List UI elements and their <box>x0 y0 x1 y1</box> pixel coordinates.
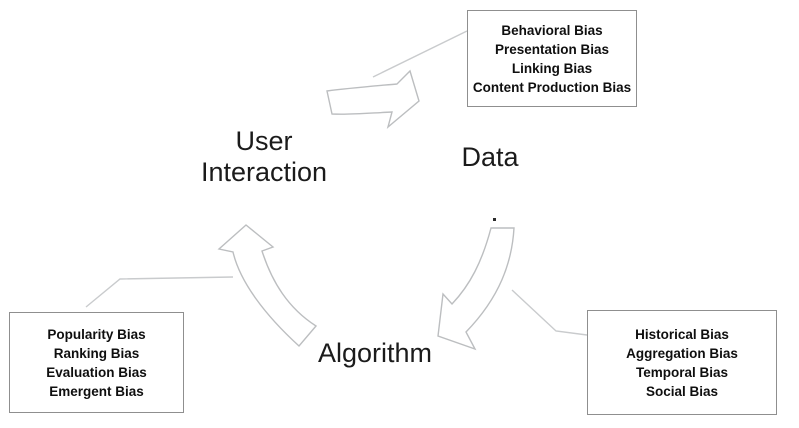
bias-item: Emergent Bias <box>49 383 144 399</box>
bias-item: Evaluation Bias <box>46 364 147 380</box>
bias-item: Presentation Bias <box>494 41 610 57</box>
bias-item: Historical Bias <box>635 326 729 342</box>
node-data: Data <box>461 142 519 172</box>
bias-item: Popularity Bias <box>47 326 146 342</box>
bias-item: Content Production Bias <box>472 79 632 95</box>
algorithm-input-biases-box: Historical Bias Aggregation Bias Tempora… <box>587 310 777 415</box>
bias-item: Behavioral Bias <box>501 22 603 38</box>
bias-item: Temporal Bias <box>635 364 729 380</box>
user-facing-biases-box: Popularity Bias Ranking Bias Evaluation … <box>9 312 184 413</box>
bias-item: Ranking Bias <box>53 345 140 361</box>
bias-item: Aggregation Bias <box>626 345 738 361</box>
arrow-data-to-algorithm-icon <box>437 227 515 351</box>
bias-item: Linking Bias <box>511 60 593 76</box>
arrow-algorithm-to-user-interaction-icon <box>217 224 318 348</box>
connector-bottom-right-box <box>511 289 588 336</box>
connector-bottom-left-box <box>85 276 234 308</box>
arrow-user-interaction-to-data-icon <box>326 69 420 129</box>
bias-item: Social Bias <box>645 383 719 399</box>
connector-top-right-box <box>372 30 468 78</box>
stray-dot <box>493 218 496 221</box>
node-user-interaction: User Interaction <box>200 126 328 187</box>
node-algorithm: Algorithm <box>317 338 433 368</box>
data-biases-box: Behavioral Bias Presentation Bias Linkin… <box>467 10 637 107</box>
